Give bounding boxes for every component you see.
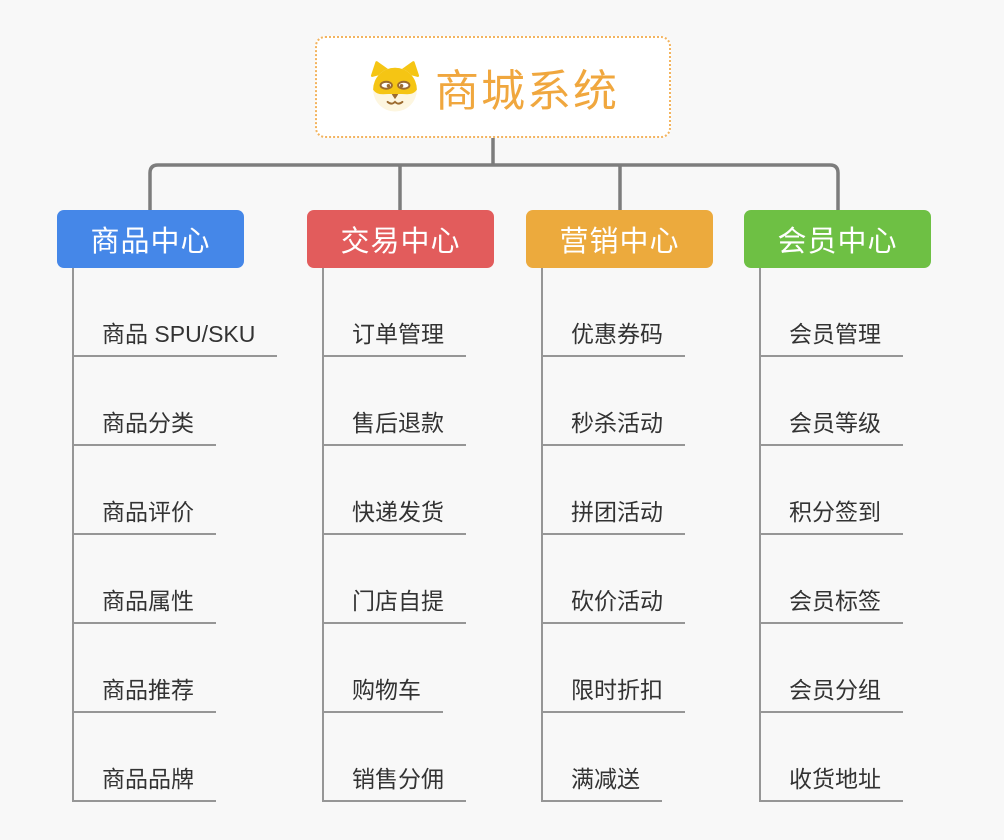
list-item: 订单管理 — [324, 268, 466, 357]
branch-label: 商品中心 — [90, 226, 211, 258]
list-item: 会员标签 — [761, 535, 903, 624]
list-item: 门店自提 — [324, 535, 466, 624]
item-label[interactable]: 商品推荐 — [74, 671, 216, 713]
branch-rail-line — [148, 163, 840, 210]
item-label[interactable]: 积分签到 — [761, 493, 903, 535]
item-label[interactable]: 会员分组 — [761, 671, 903, 713]
item-label[interactable]: 快递发货 — [324, 493, 466, 535]
item-label[interactable]: 拼团活动 — [543, 493, 685, 535]
list-item: 售后退款 — [324, 357, 466, 446]
root-title: 商城系统 — [435, 67, 619, 116]
item-label[interactable]: 砍价活动 — [543, 582, 685, 624]
list-item: 拼团活动 — [543, 446, 685, 535]
item-label[interactable]: 商品品牌 — [74, 760, 216, 802]
item-label[interactable]: 商品评价 — [74, 493, 216, 535]
list-item: 砍价活动 — [543, 535, 685, 624]
item-label[interactable]: 会员管理 — [761, 315, 903, 357]
branch-node[interactable]: 会员中心 — [744, 210, 931, 268]
item-label[interactable]: 门店自提 — [324, 582, 466, 624]
list-item: 商品属性 — [74, 535, 277, 624]
item-label[interactable]: 满减送 — [543, 760, 662, 802]
list-item: 限时折扣 — [543, 624, 685, 713]
branch-node[interactable]: 商品中心 — [57, 210, 244, 268]
item-label[interactable]: 秒杀活动 — [543, 404, 685, 446]
list-item: 满减送 — [543, 713, 685, 802]
branch-1: 交易中心 订单管理 售后退款 快递发货 门店自提 购物车 销售分佣 — [307, 210, 494, 802]
list-item: 商品推荐 — [74, 624, 277, 713]
list-item: 收货地址 — [761, 713, 903, 802]
branch-label: 会员中心 — [777, 226, 898, 258]
item-label[interactable]: 商品分类 — [74, 404, 216, 446]
list-item: 会员等级 — [761, 357, 903, 446]
list-item: 商品评价 — [74, 446, 277, 535]
branch-item-list: 会员管理 会员等级 积分签到 会员标签 会员分组 收货地址 — [759, 268, 903, 802]
item-label[interactable]: 售后退款 — [324, 404, 466, 446]
branch-item-list: 优惠券码 秒杀活动 拼团活动 砍价活动 限时折扣 满减送 — [541, 268, 685, 802]
item-label[interactable]: 限时折扣 — [543, 671, 685, 713]
item-label[interactable]: 优惠券码 — [543, 315, 685, 357]
list-item: 秒杀活动 — [543, 357, 685, 446]
dog-face-icon — [367, 60, 423, 114]
branch-label: 交易中心 — [340, 226, 461, 258]
branch-3: 会员中心 会员管理 会员等级 积分签到 会员标签 会员分组 收货地址 — [744, 210, 931, 802]
root-node[interactable]: 商城系统 — [315, 36, 671, 138]
branch-0: 商品中心 商品 SPU/SKU 商品分类 商品评价 商品属性 商品推荐 商品品牌 — [57, 210, 278, 802]
list-item: 积分签到 — [761, 446, 903, 535]
item-label[interactable]: 商品 SPU/SKU — [74, 315, 278, 357]
list-item: 商品分类 — [74, 357, 277, 446]
list-item: 会员分组 — [761, 624, 903, 713]
branch-label: 营销中心 — [559, 226, 680, 258]
branch-node[interactable]: 营销中心 — [526, 210, 713, 268]
item-label[interactable]: 订单管理 — [324, 315, 466, 357]
list-item: 优惠券码 — [543, 268, 685, 357]
list-item: 商品品牌 — [74, 713, 277, 802]
item-label[interactable]: 销售分佣 — [324, 760, 466, 802]
item-label[interactable]: 购物车 — [324, 671, 443, 713]
list-item: 快递发货 — [324, 446, 466, 535]
list-item: 商品 SPU/SKU — [74, 268, 278, 357]
item-label[interactable]: 商品属性 — [74, 582, 216, 624]
item-label[interactable]: 收货地址 — [761, 760, 903, 802]
branch-2: 营销中心 优惠券码 秒杀活动 拼团活动 砍价活动 限时折扣 满减送 — [526, 210, 713, 802]
list-item: 会员管理 — [761, 268, 903, 357]
item-label[interactable]: 会员等级 — [761, 404, 903, 446]
branch-node[interactable]: 交易中心 — [307, 210, 494, 268]
item-label[interactable]: 会员标签 — [761, 582, 903, 624]
list-item: 购物车 — [324, 624, 466, 713]
branch-item-list: 订单管理 售后退款 快递发货 门店自提 购物车 销售分佣 — [322, 268, 466, 802]
list-item: 销售分佣 — [324, 713, 466, 802]
branch-item-list: 商品 SPU/SKU 商品分类 商品评价 商品属性 商品推荐 商品品牌 — [72, 268, 278, 802]
